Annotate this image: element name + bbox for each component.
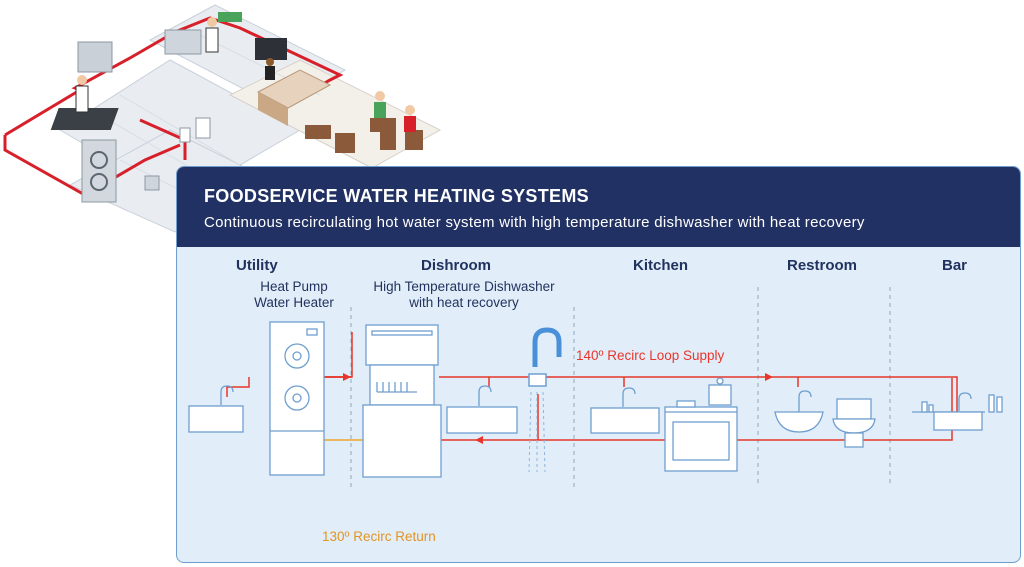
plant-illustration xyxy=(218,12,242,22)
heat-pump-label-line1: Heat Pump xyxy=(260,279,328,294)
return-pipe-red xyxy=(404,378,953,441)
section-dividers xyxy=(350,287,891,487)
kitchen-range xyxy=(664,377,738,472)
pre-rinse-sprayer xyxy=(528,327,562,473)
bar-sink xyxy=(912,392,1003,431)
supply-pipe xyxy=(323,332,353,378)
diagram-header: FOODSERVICE WATER HEATING SYSTEMS Contin… xyxy=(177,167,1020,247)
griddle-illustration xyxy=(50,108,119,130)
heat-pump-illustration xyxy=(81,139,117,203)
supply-flow-label: 140º Recirc Loop Supply xyxy=(576,348,725,363)
return-flow-label: 130º Recirc Return xyxy=(322,529,436,544)
utility-sink xyxy=(188,385,244,433)
diagram-panel: FOODSERVICE WATER HEATING SYSTEMS Contin… xyxy=(176,166,1021,563)
people-illustration xyxy=(75,17,416,132)
diagram-subtitle: Continuous recirculating hot water syste… xyxy=(204,214,865,231)
dishwasher-label: High Temperature Dishwasher with heat re… xyxy=(353,279,575,311)
supply-arrow-2 xyxy=(765,373,773,381)
water-heating-schematic xyxy=(188,287,1003,487)
high-temp-dishwasher xyxy=(362,324,442,478)
heat-pump-water-heater xyxy=(269,321,325,476)
restroom-toilet xyxy=(832,398,876,448)
kitchen-sink xyxy=(590,387,660,434)
section-label-dishroom: Dishroom xyxy=(421,257,492,274)
dishwasher-label-line1: High Temperature Dishwasher xyxy=(373,279,555,294)
heat-pump-label-line2: Water Heater xyxy=(254,295,334,310)
section-label-utility: Utility xyxy=(236,257,278,274)
restroom-sink xyxy=(774,390,824,433)
menu-board-illustration xyxy=(255,38,287,60)
dishwasher-label-line2: with heat recovery xyxy=(409,295,519,310)
dishroom-sink xyxy=(446,385,518,434)
supply-arrow-1 xyxy=(343,373,351,381)
oven-block-illustration xyxy=(77,41,113,73)
section-label-kitchen: Kitchen xyxy=(633,257,689,274)
diagram-title: FOODSERVICE WATER HEATING SYSTEMS xyxy=(204,186,589,206)
section-label-bar: Bar xyxy=(942,257,968,274)
section-label-restroom: Restroom xyxy=(787,257,858,274)
return-arrow-red xyxy=(475,436,483,444)
heat-pump-label: Heat Pump Water Heater xyxy=(244,279,344,311)
